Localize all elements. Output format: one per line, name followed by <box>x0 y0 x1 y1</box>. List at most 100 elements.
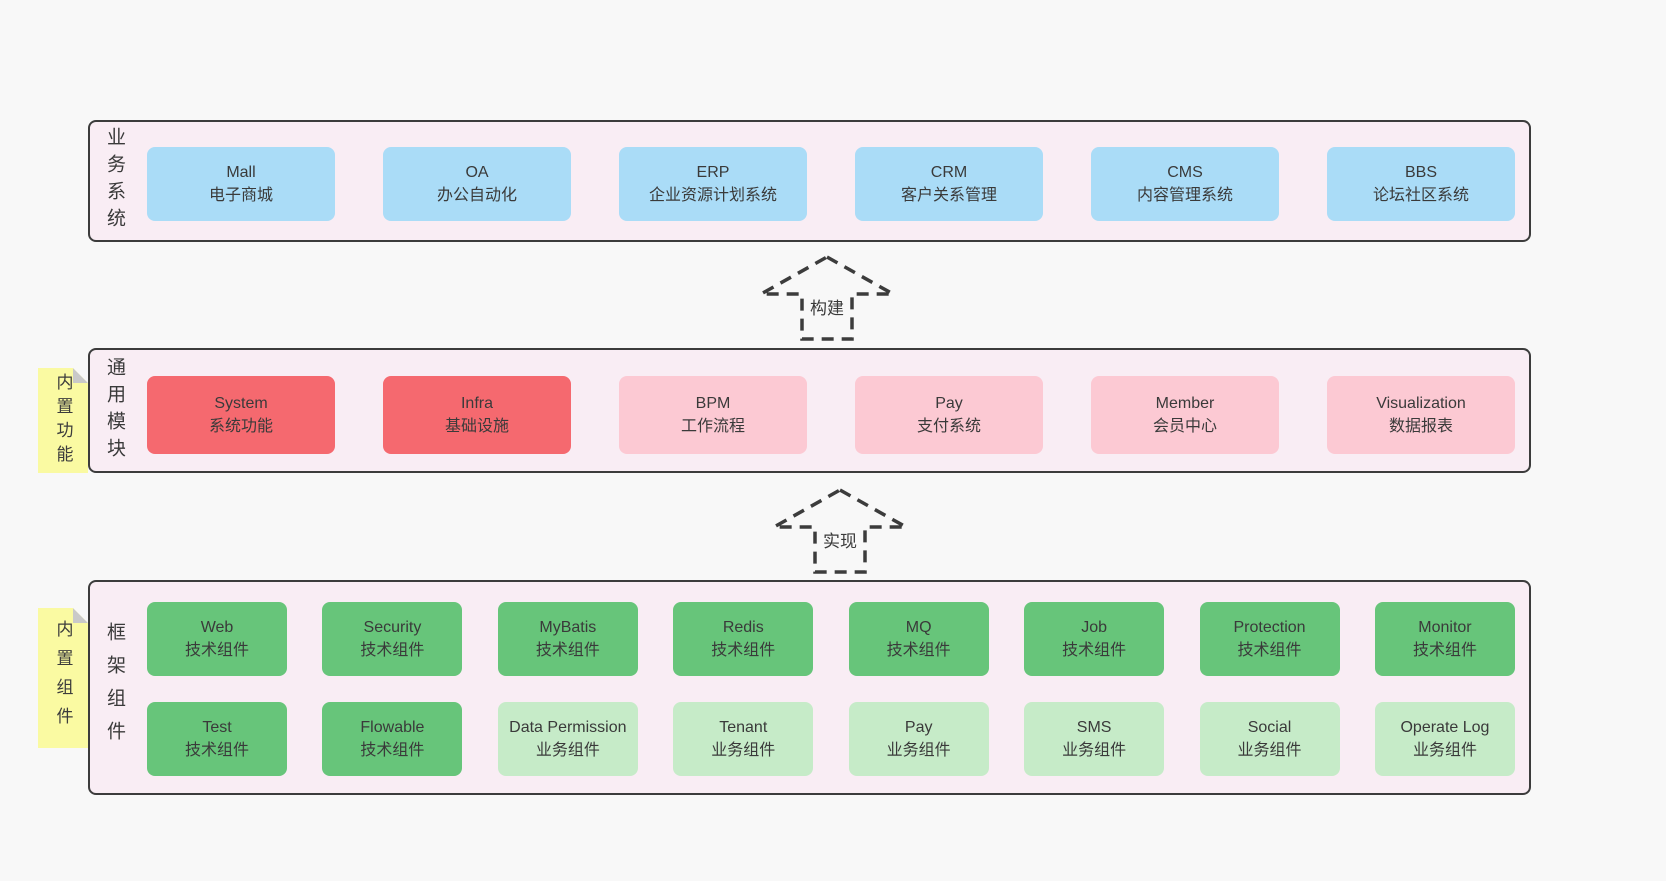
box-name: Tenant <box>719 719 768 736</box>
box-name: System <box>214 395 268 412</box>
box-name: Web <box>200 619 234 636</box>
box-mall: Mall 电子商城 <box>147 147 335 221</box>
box-data-permission: Data Permission 业务组件 <box>497 702 638 776</box>
business-systems-label: 业务系统 <box>104 127 125 235</box>
framework-components-panel: 框架组件 Web 技术组件 Security 技术组件 MyBatis 技术组件… <box>88 580 1531 795</box>
box-name: Pay <box>935 395 963 412</box>
box-desc: 基础设施 <box>444 418 509 435</box>
box-desc: 技术组件 <box>360 742 425 759</box>
box-desc: 内容管理系统 <box>1136 187 1233 204</box>
box-desc: 技术组件 <box>886 642 951 659</box>
box-desc: 业务组件 <box>1237 742 1302 759</box>
box-name: Infra <box>460 395 493 412</box>
box-desc: 工作流程 <box>680 418 745 435</box>
box-name: Redis <box>722 619 764 636</box>
box-infra: Infra 基础设施 <box>383 376 571 454</box>
box-monitor: Monitor 技术组件 <box>1374 602 1515 676</box>
box-desc: 技术组件 <box>184 642 249 659</box>
box-desc: 客户关系管理 <box>900 187 997 204</box>
box-cms: CMS 内容管理系统 <box>1091 147 1279 221</box>
box-desc: 会员中心 <box>1152 418 1217 435</box>
box-name: BPM <box>695 395 731 412</box>
box-redis: Redis 技术组件 <box>673 602 814 676</box>
box-name: Data Permission <box>509 719 627 736</box>
common-modules-row: System 系统功能 Infra 基础设施 BPM 工作流程 Pay 支付系统… <box>147 376 1515 454</box>
box-desc: 技术组件 <box>1237 642 1302 659</box>
framework-components-label: 框架组件 <box>104 621 125 754</box>
box-oa: OA 办公自动化 <box>383 147 571 221</box>
box-desc: 办公自动化 <box>436 187 517 204</box>
box-name: Flowable <box>360 719 425 736</box>
up-arrow-icon <box>770 487 910 574</box>
box-erp: ERP 企业资源计划系统 <box>619 147 807 221</box>
box-tenant: Tenant 业务组件 <box>673 702 814 776</box>
box-name: Security <box>363 619 422 636</box>
box-protection: Protection 技术组件 <box>1199 602 1340 676</box>
box-desc: 支付系统 <box>916 418 981 435</box>
built-in-components-note: 内置组件 <box>38 608 88 748</box>
box-social: Social 业务组件 <box>1199 702 1340 776</box>
box-name: SMS <box>1076 719 1112 736</box>
box-desc: 电子商城 <box>208 187 273 204</box>
build-arrow: 构建 <box>757 254 897 342</box>
business-systems-panel: 业务系统 Mall 电子商城 OA 办公自动化 ERP 企业资源计划系统 CRM… <box>88 120 1531 242</box>
box-name: MyBatis <box>539 619 597 636</box>
box-desc: 技术组件 <box>535 642 600 659</box>
framework-row-2: Test 技术组件 Flowable 技术组件 Data Permission … <box>147 702 1515 776</box>
box-name: Member <box>1155 395 1215 412</box>
box-desc: 企业资源计划系统 <box>648 187 777 204</box>
box-desc: 业务组件 <box>535 742 600 759</box>
box-security: Security 技术组件 <box>322 602 463 676</box>
box-web: Web 技术组件 <box>147 602 287 676</box>
box-desc: 数据报表 <box>1388 418 1453 435</box>
build-arrow-label: 构建 <box>807 294 847 319</box>
box-desc: 业务组件 <box>1062 742 1127 759</box>
box-pay-module: Pay 支付系统 <box>855 376 1043 454</box>
box-desc: 技术组件 <box>360 642 425 659</box>
box-bpm: BPM 工作流程 <box>619 376 807 454</box>
box-flowable: Flowable 技术组件 <box>322 702 463 776</box>
note-text: 内置组件 <box>53 620 73 736</box>
box-test: Test 技术组件 <box>147 702 287 776</box>
box-pay-component: Pay 业务组件 <box>848 702 989 776</box>
box-name: Pay <box>904 719 933 736</box>
box-desc: 技术组件 <box>1062 642 1127 659</box>
box-desc: 技术组件 <box>1412 642 1477 659</box>
box-system: System 系统功能 <box>147 376 335 454</box>
box-name: Visualization <box>1376 395 1466 412</box>
box-desc: 技术组件 <box>711 642 776 659</box>
box-name: Mall <box>226 164 256 181</box>
up-arrow-icon <box>757 254 897 341</box>
built-in-features-note: 内置功能 <box>38 368 88 473</box>
box-desc: 业务组件 <box>1412 742 1477 759</box>
box-sms: SMS 业务组件 <box>1024 702 1165 776</box>
box-visualization: Visualization 数据报表 <box>1327 376 1515 454</box>
box-name: CRM <box>930 164 968 181</box>
box-member: Member 会员中心 <box>1091 376 1279 454</box>
common-modules-label: 通用模块 <box>104 356 125 465</box>
implement-arrow-label: 实现 <box>820 527 860 552</box>
box-name: Operate Log <box>1400 719 1490 736</box>
box-name: OA <box>465 164 489 181</box>
box-bbs: BBS 论坛社区系统 <box>1327 147 1515 221</box>
implement-arrow: 实现 <box>770 487 910 575</box>
business-systems-row: Mall 电子商城 OA 办公自动化 ERP 企业资源计划系统 CRM 客户关系… <box>147 147 1515 221</box>
box-desc: 论坛社区系统 <box>1372 187 1469 204</box>
box-name: CMS <box>1167 164 1203 181</box>
box-crm: CRM 客户关系管理 <box>855 147 1043 221</box>
box-desc: 系统功能 <box>208 418 273 435</box>
framework-row-1: Web 技术组件 Security 技术组件 MyBatis 技术组件 Redi… <box>147 602 1515 676</box>
note-text: 内置功能 <box>53 372 73 469</box>
box-name: BBS <box>1404 164 1437 181</box>
box-mq: MQ 技术组件 <box>848 602 989 676</box>
box-desc: 技术组件 <box>184 742 249 759</box>
box-desc: 业务组件 <box>886 742 951 759</box>
box-name: Test <box>202 719 232 736</box>
box-name: Protection <box>1233 619 1306 636</box>
common-modules-panel: 通用模块 System 系统功能 Infra 基础设施 BPM 工作流程 Pay… <box>88 348 1531 473</box>
box-name: Job <box>1081 619 1107 636</box>
box-name: ERP <box>696 164 730 181</box>
box-mybatis: MyBatis 技术组件 <box>497 602 638 676</box>
box-desc: 业务组件 <box>711 742 776 759</box>
box-operate-log: Operate Log 业务组件 <box>1374 702 1515 776</box>
